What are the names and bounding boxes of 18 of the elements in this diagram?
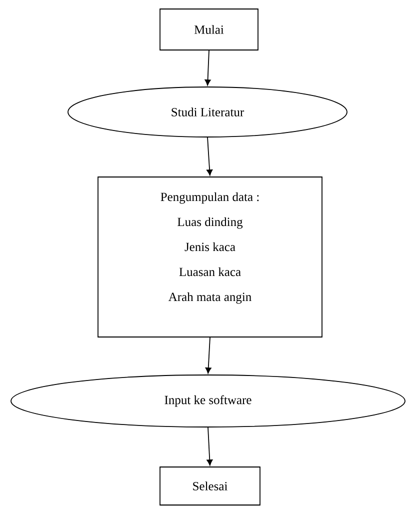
- node-label: Studi Literatur: [172, 108, 244, 116]
- process-ellipse: [10, 374, 406, 428]
- node-label: Jenis kaca: [184, 242, 236, 252]
- node-label: Luasan kaca: [179, 267, 241, 276]
- node-label: Pengumpulan data :: [160, 192, 259, 204]
- process-box: [160, 8, 258, 50]
- process-box: [98, 176, 322, 338]
- node-label: Selesai: [193, 482, 228, 490]
- process-box: [160, 466, 260, 506]
- node-label: Luas dinding: [178, 217, 243, 229]
- node-label: Input ke software: [164, 395, 252, 407]
- node-label: Mulai: [194, 25, 224, 34]
- arrow: [205, 337, 212, 374]
- arrow: [204, 50, 211, 86]
- node-label: Arah mata angin: [168, 292, 252, 304]
- arrow: [206, 427, 213, 466]
- arrow: [206, 137, 213, 176]
- process-ellipse: [68, 86, 348, 138]
